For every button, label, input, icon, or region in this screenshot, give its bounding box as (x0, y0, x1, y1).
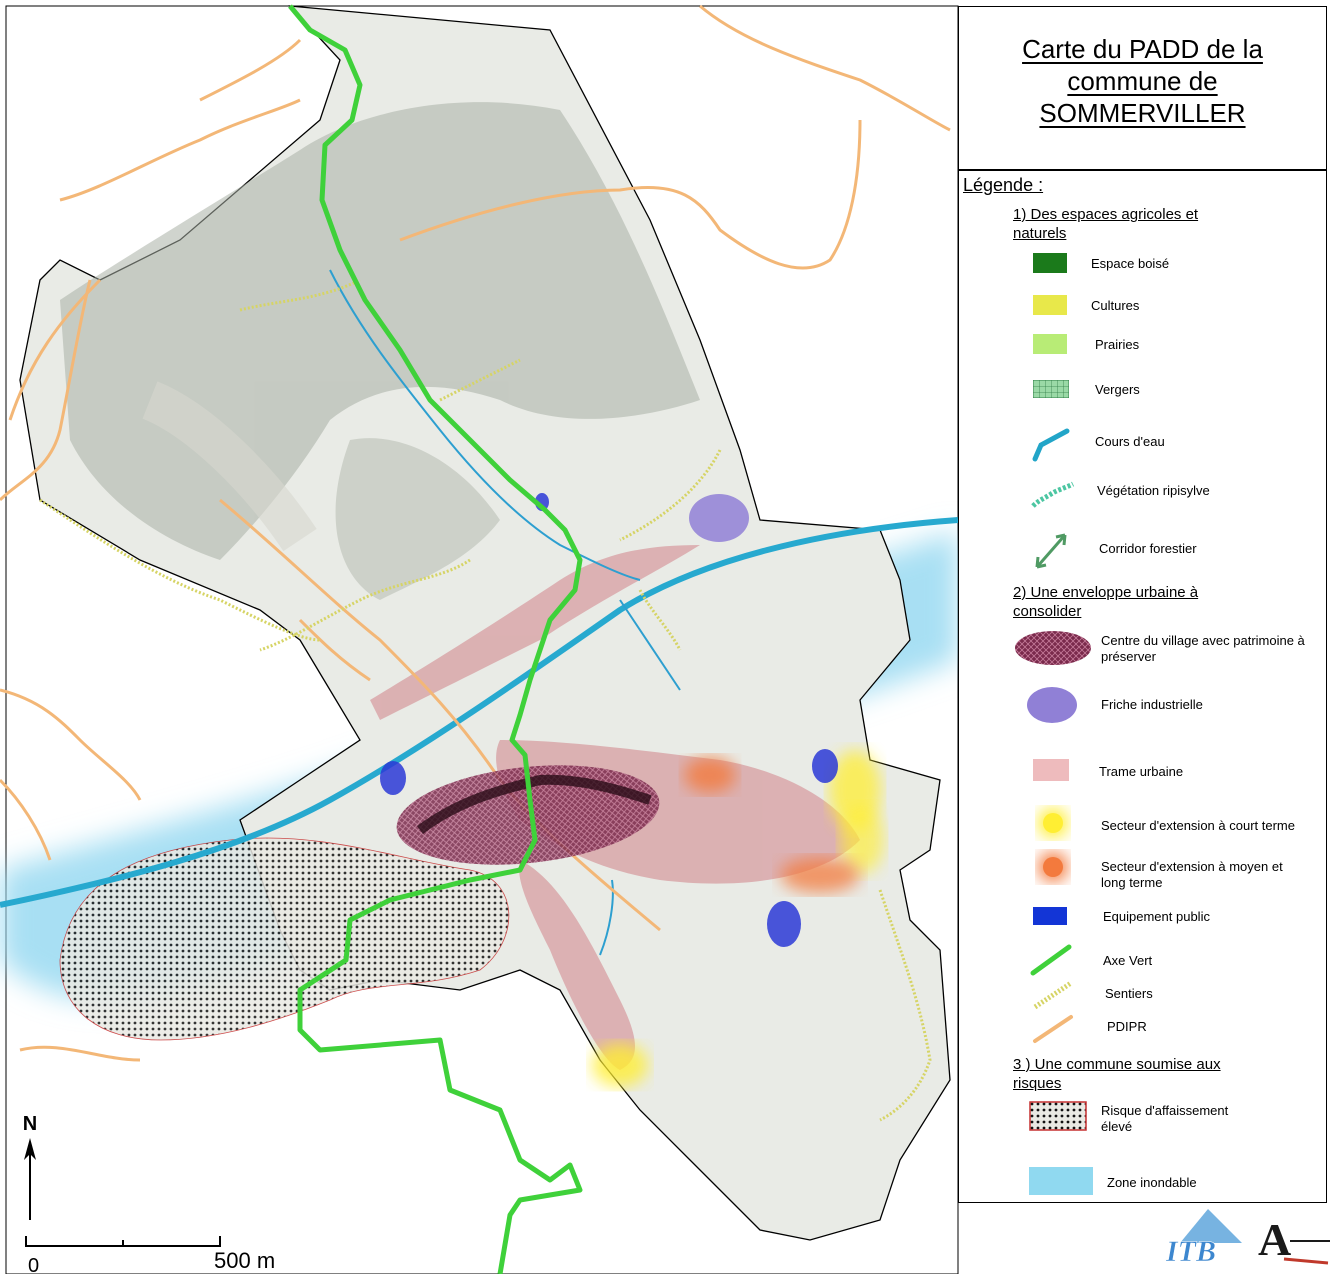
legend-item-cours-d-eau: Cours d'eau (959, 427, 1328, 467)
legend-label: Cours d'eau (1095, 434, 1165, 449)
legend-label: Axe Vert (1103, 953, 1153, 968)
extension-zones (592, 750, 884, 1087)
double-arrow-icon (1035, 533, 1067, 569)
legend-item-friche-industrielle: Friche industrielle (959, 685, 1328, 725)
legend-panel: Légende : 1) Des espaces agricoles et na… (958, 170, 1327, 1203)
pdipr-routes (0, 4, 951, 1062)
legend-item-corridor-forestier: Corridor forestier (959, 531, 1328, 571)
itb-logo: ITB (1165, 1209, 1242, 1268)
title-line-1: Carte du PADD de la (1022, 34, 1263, 64)
river-canal (0, 517, 959, 908)
village-center-icon (1015, 631, 1091, 665)
industrial-wasteland (689, 494, 749, 542)
public-equipment (380, 493, 838, 947)
subsidence-risk (59, 837, 510, 1041)
green-axis (288, 4, 583, 1274)
legend-item-trame-urbaine: Trame urbaine (959, 757, 1328, 797)
legend-label: Sentiers (1105, 986, 1153, 1001)
orchard-swatch-icon (1033, 380, 1069, 398)
wasteland-icon (1027, 687, 1077, 723)
legend-item-equipement-public: Equipement public (959, 905, 1328, 945)
legend-label: Espace boisé (1091, 256, 1170, 271)
legend-item-extension-moyen-long-terme: Secteur d'extension à moyen et long term… (959, 847, 1328, 893)
legend-item-vergers: Vergers (959, 378, 1328, 418)
green-axis-line-icon (1030, 944, 1072, 976)
long-term-extension-icon (1038, 852, 1068, 882)
legend-label: Centre du village avec patrimoine à prés… (1101, 633, 1305, 664)
forest-swatch-icon (1033, 253, 1067, 273)
legend-heading: Légende : (963, 175, 1044, 195)
scale-start: 0 (28, 1255, 39, 1274)
legend-item-prairies: Prairies (959, 332, 1328, 372)
pdipr-line-icon (1033, 1015, 1073, 1043)
logos: ITB A (1165, 1209, 1330, 1268)
legend-label: Cultures (1091, 298, 1140, 313)
legend-label: Vergers (1095, 382, 1140, 397)
legend-label: Végétation ripisylve (1097, 483, 1210, 498)
short-term-extension-icon (1038, 808, 1068, 838)
title-panel: Carte du PADD de la commune de SOMMERVIL… (958, 6, 1327, 170)
legend-section-1: 1) Des espaces agricoles et naturels (1013, 206, 1199, 242)
legend-item-vegetation-ripisylve: Végétation ripisylve (959, 476, 1328, 516)
legend-label: Trame urbaine (1099, 764, 1184, 779)
meadow-swatch-icon (1033, 334, 1067, 354)
legend-item-pdipr: PDIPR (959, 1011, 1328, 1051)
riparian-vegetation-icon (1031, 481, 1075, 508)
legend-section-2: 2) Une enveloppe urbaine à consolider (1013, 584, 1199, 620)
legend-label: Zone inondable (1107, 1175, 1197, 1190)
title-line-2: commune de (1067, 66, 1218, 96)
village-center (396, 765, 660, 865)
itb-logo-text: ITB (1165, 1235, 1216, 1268)
legend-item-cultures: Cultures (959, 293, 1328, 333)
legend-item-axe-vert: Axe Vert (959, 943, 1328, 983)
north-arrow-icon: N (23, 1113, 37, 1220)
scale-bar: 0 500 m (25, 1236, 275, 1274)
legend-item-sentiers: Sentiers (959, 977, 1328, 1017)
title-line-3: SOMMERVILLER (1039, 98, 1246, 128)
atelier-logo-letter: A (1258, 1214, 1291, 1265)
legend-label: Risque d'affaissement élevé (1101, 1103, 1229, 1134)
legend-item-zone-inondable: Zone inondable (959, 1167, 1328, 1207)
scale-end: 500 m (214, 1248, 275, 1273)
atelier-architecture-logo: A (1258, 1214, 1330, 1265)
subsidence-swatch-icon (1029, 1101, 1087, 1131)
legend-label: PDIPR (1107, 1019, 1147, 1034)
legend-item-risque-affaissement: Risque d'affaissement élevé (959, 1099, 1328, 1145)
legend-label: Secteur d'extension à moyen et long term… (1101, 859, 1283, 890)
legend-label: Friche industrielle (1101, 697, 1203, 712)
legend-section-3: 3 ) Une commune soumise aux risques (1013, 1056, 1221, 1092)
north-label: N (23, 1113, 37, 1135)
legend-label: Equipement public (1103, 909, 1210, 924)
urban-swatch-icon (1033, 759, 1069, 781)
legend-item-centre-village: Centre du village avec patrimoine à prés… (959, 629, 1328, 669)
flood-zone-swatch-icon (1029, 1167, 1093, 1195)
legend-label: Secteur d'extension à court terme (1101, 818, 1295, 833)
legend-label: Corridor forestier (1099, 541, 1197, 556)
crops-swatch-icon (1033, 295, 1067, 315)
public-equipment-swatch-icon (1033, 907, 1067, 925)
legend-item-extension-court-terme: Secteur d'extension à court terme (959, 803, 1328, 843)
stream (329, 269, 641, 581)
legend-item-espace-boise: Espace boisé (959, 251, 1328, 291)
trails (39, 278, 932, 1122)
legend-label: Prairies (1095, 337, 1140, 352)
watercourse-icon (1032, 428, 1070, 462)
trail-line-icon (1033, 980, 1073, 1010)
